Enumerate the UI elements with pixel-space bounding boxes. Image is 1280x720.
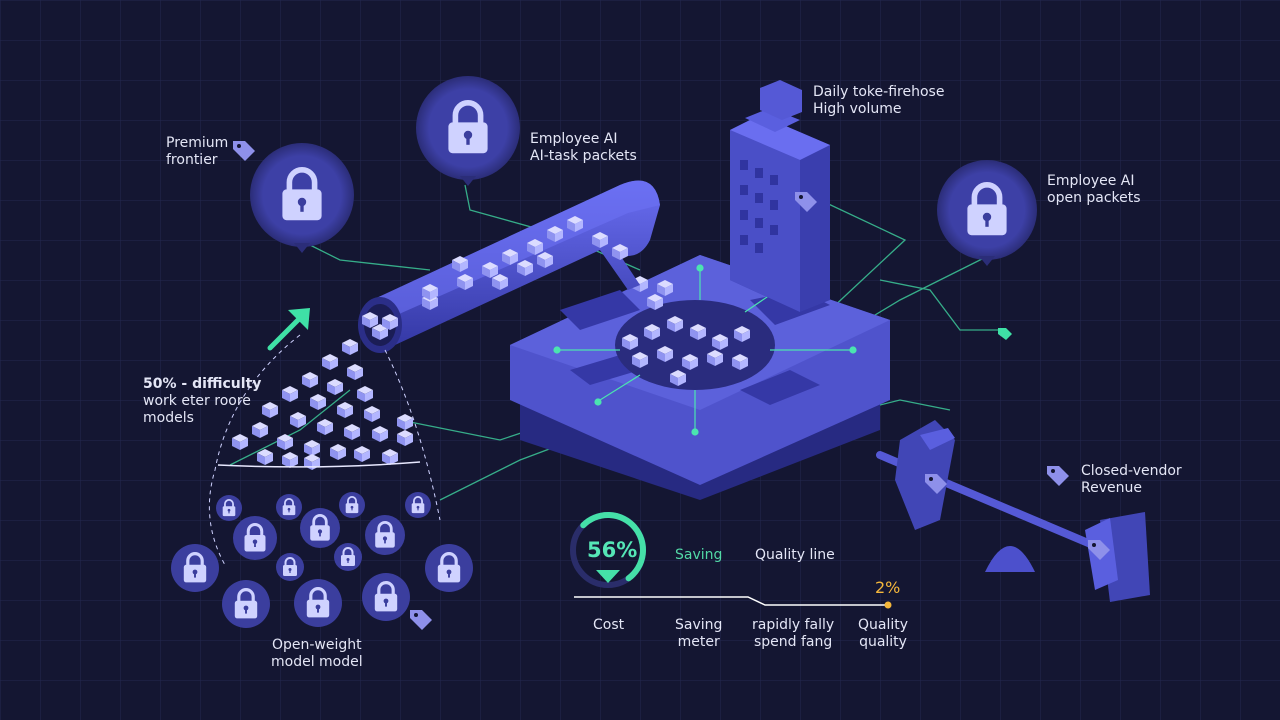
label-cost: Cost	[593, 617, 625, 633]
quality-line	[574, 596, 892, 609]
saving-gauge	[570, 512, 646, 588]
label-quality-line: Quality line	[755, 547, 835, 563]
data-cubes-falling	[208, 334, 441, 566]
label-saving: Saving	[675, 547, 723, 563]
building-icon	[730, 80, 830, 312]
lock-icon-employee-task	[416, 76, 520, 186]
endpoint-value: 2%	[875, 578, 901, 597]
pipe	[358, 180, 660, 353]
lock-icon-premium	[250, 143, 354, 253]
open-weight-lock-cluster	[171, 492, 473, 628]
tag-icon-green	[998, 328, 1012, 340]
up-arrow-icon	[267, 308, 310, 351]
lock-icon-employee-open	[937, 160, 1037, 266]
scale-lever	[876, 420, 1150, 602]
gauge-value: 56%	[587, 538, 638, 562]
down-triangle-icon	[596, 570, 620, 583]
